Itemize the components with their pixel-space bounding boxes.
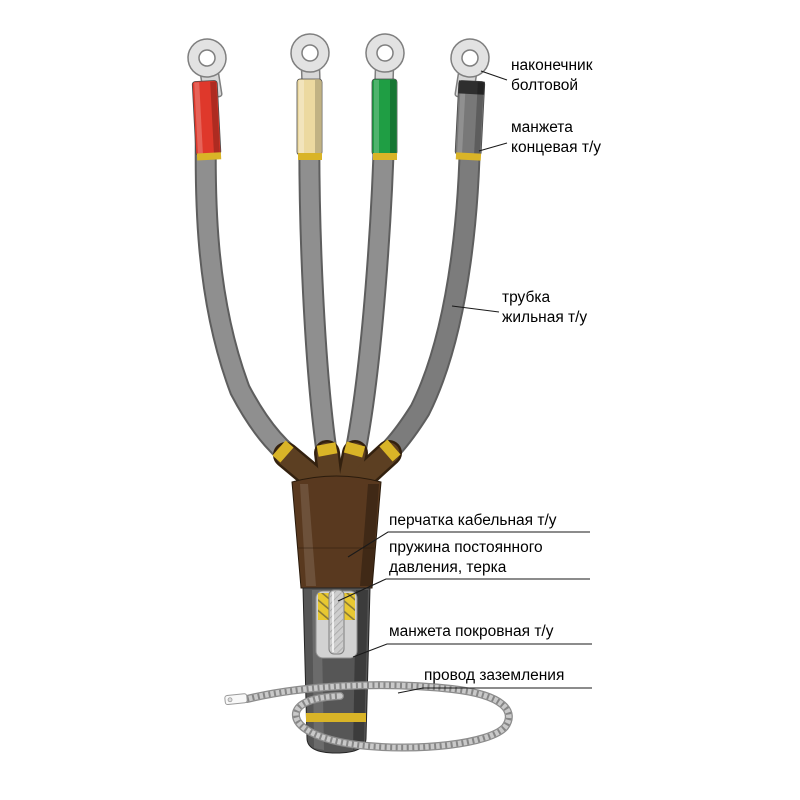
- finger-gold-bands: [272, 439, 401, 463]
- sleeve-gold-bands: [196, 152, 482, 161]
- end-sleeve-beige: [296, 78, 323, 156]
- core-tube-strokes: [196, 79, 480, 480]
- end-sleeve-green: [371, 78, 398, 156]
- ground-wire: [224, 681, 513, 752]
- cable-glove: [291, 475, 382, 589]
- leader-spring: [337, 578, 590, 602]
- pressure-spring-window: [315, 589, 358, 659]
- leader-end-sleeve: [478, 142, 508, 152]
- glove-fingers: [273, 440, 402, 491]
- leader-lines: [337, 70, 592, 694]
- leader-glove: [347, 531, 590, 558]
- phase-sleeves: [191, 78, 486, 161]
- cover-gold-ring: [306, 713, 366, 722]
- label-spring: пружина постоянного давления, терка: [389, 539, 543, 577]
- ground-wire-lug: [224, 693, 248, 705]
- bolt-lugs: [187, 33, 490, 100]
- leader-ground-wire: [397, 687, 592, 694]
- end-sleeve-gray: [454, 80, 486, 156]
- label-cover-sleeve: манжета покровная т/у: [389, 623, 554, 640]
- label-ground-wire: провод заземления: [424, 667, 565, 684]
- label-bolt-lug: наконечник болтовой: [511, 57, 593, 95]
- core-tubes: [194, 77, 482, 482]
- label-core-tube: трубка жильная т/у: [502, 289, 588, 327]
- label-glove: перчатка кабельная т/у: [389, 512, 557, 529]
- end-sleeve-red: [191, 80, 222, 156]
- leader-lug: [480, 70, 508, 81]
- label-end-sleeve: манжета концевая т/у: [511, 119, 601, 157]
- leader-core-tube: [451, 305, 500, 313]
- grater: [328, 589, 345, 655]
- bolt-lug-3: [365, 33, 405, 94]
- leader-cover-sleeve: [352, 643, 592, 658]
